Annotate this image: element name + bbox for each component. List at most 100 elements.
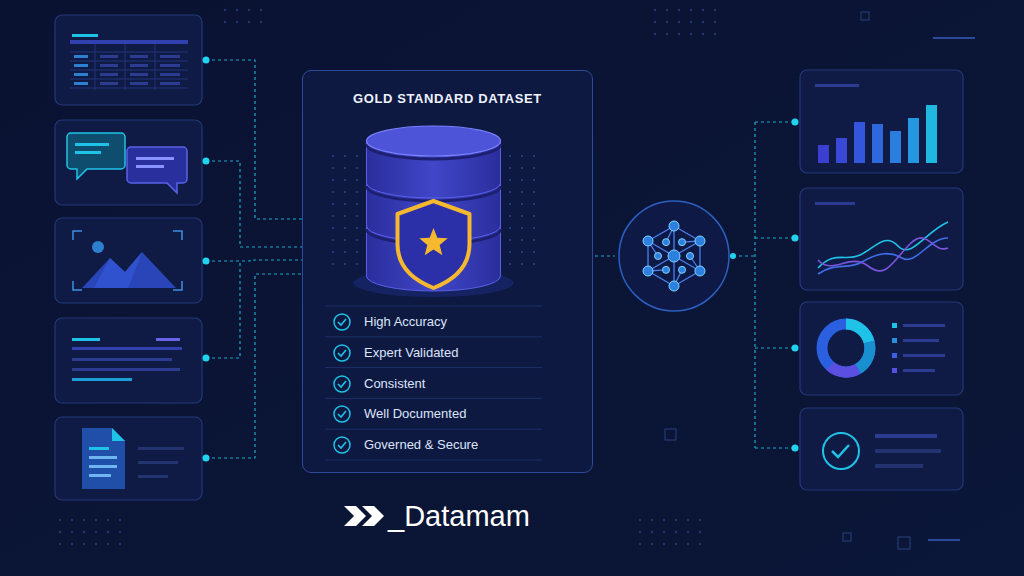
bar-chart-icon — [854, 122, 865, 163]
dot-texture — [95, 543, 97, 545]
database-illustration — [356, 215, 358, 217]
network-hub — [619, 201, 729, 311]
network-hub — [695, 236, 705, 246]
network-hub — [669, 281, 679, 291]
dot-texture — [651, 543, 653, 545]
line-chart-icon — [815, 202, 948, 274]
dashed-wire — [206, 161, 312, 247]
text-lines-icon — [72, 358, 172, 361]
wire-dot — [203, 258, 210, 265]
database-illustration — [332, 167, 334, 169]
dot-texture — [675, 519, 677, 521]
dashed-wire — [206, 274, 312, 458]
database-illustration — [521, 167, 523, 169]
table-icon — [100, 64, 118, 67]
dot-texture — [83, 519, 85, 521]
donut-chart-icon — [903, 354, 945, 357]
database-illustration — [356, 251, 358, 253]
donut-chart-icon — [892, 323, 897, 328]
database-illustration — [325, 429, 542, 430]
database-illustration — [344, 227, 346, 229]
donut-chart-icon — [903, 324, 945, 327]
database-illustration — [509, 239, 511, 241]
dashed-wire — [733, 122, 795, 448]
database-illustration — [325, 460, 542, 461]
database-illustration — [533, 239, 535, 241]
checklist-item: High Accuracy — [364, 311, 447, 333]
database-illustration — [419, 228, 448, 255]
document-icon — [89, 474, 111, 477]
database-illustration — [344, 251, 346, 253]
table-icon — [160, 64, 180, 67]
database-illustration — [509, 191, 511, 193]
dot-texture — [687, 531, 689, 533]
line-chart-icon — [815, 202, 855, 205]
table-icon — [74, 73, 88, 76]
dot-texture — [666, 9, 668, 11]
image-icon — [73, 231, 182, 290]
wire-dot — [203, 455, 210, 462]
network-hub — [655, 253, 662, 260]
bar-chart-icon — [836, 138, 847, 163]
bar-chart-icon — [926, 105, 937, 163]
database-illustration — [521, 263, 523, 265]
dot-texture — [702, 9, 704, 11]
database-illustration — [533, 227, 535, 229]
dot-texture — [651, 519, 653, 521]
database-illustration — [332, 215, 334, 217]
dot-texture — [699, 531, 701, 533]
database-illustration — [332, 263, 334, 265]
database-illustration — [356, 227, 358, 229]
bar-chart-icon — [815, 84, 859, 87]
dot-texture — [95, 519, 97, 521]
deco-dash — [933, 37, 975, 39]
network-hub — [679, 266, 686, 273]
dot-texture — [95, 531, 97, 533]
check-icon — [334, 376, 350, 392]
dot-texture — [248, 21, 250, 23]
database-illustration — [509, 179, 511, 181]
output-card — [800, 302, 963, 395]
network-hub — [663, 239, 670, 246]
database-illustration — [533, 191, 535, 193]
table-icon — [72, 34, 98, 37]
check-icon — [334, 406, 350, 422]
bar-chart-icon — [815, 84, 937, 163]
check-card-icon — [832, 445, 849, 457]
database-illustration — [344, 239, 346, 241]
chat-icon — [136, 157, 174, 160]
database-illustration — [533, 155, 535, 157]
table-icon — [70, 70, 188, 71]
dot-texture — [663, 519, 665, 521]
text-lines-icon — [72, 347, 182, 350]
dot-texture — [690, 33, 692, 35]
checklist-item: Governed & Secure — [364, 434, 478, 456]
dot-texture — [678, 9, 680, 11]
check-icon — [338, 411, 346, 417]
logo-mark — [344, 506, 384, 526]
database-illustration — [367, 126, 501, 156]
database-illustration — [509, 215, 511, 217]
check-card-icon — [823, 433, 941, 469]
check-icon — [338, 442, 346, 448]
bar-chart-icon — [818, 145, 829, 163]
line-chart-icon — [818, 238, 948, 274]
dot-texture — [675, 543, 677, 545]
donut-chart-icon — [858, 342, 870, 369]
source-card — [55, 218, 202, 303]
dot-texture — [248, 9, 250, 11]
image-icon — [73, 231, 82, 240]
network-hub — [668, 250, 680, 262]
image-icon — [92, 241, 104, 253]
source-card — [55, 15, 202, 500]
database-illustration — [509, 227, 511, 229]
donut-chart-icon — [892, 368, 897, 373]
dot-texture — [260, 9, 262, 11]
bar-chart-icon — [908, 118, 919, 163]
table-icon — [100, 55, 118, 58]
dot-texture — [59, 519, 61, 521]
database-illustration — [521, 251, 523, 253]
database-illustration — [533, 215, 535, 217]
table-icon — [70, 88, 188, 89]
line-chart-icon — [818, 238, 948, 271]
